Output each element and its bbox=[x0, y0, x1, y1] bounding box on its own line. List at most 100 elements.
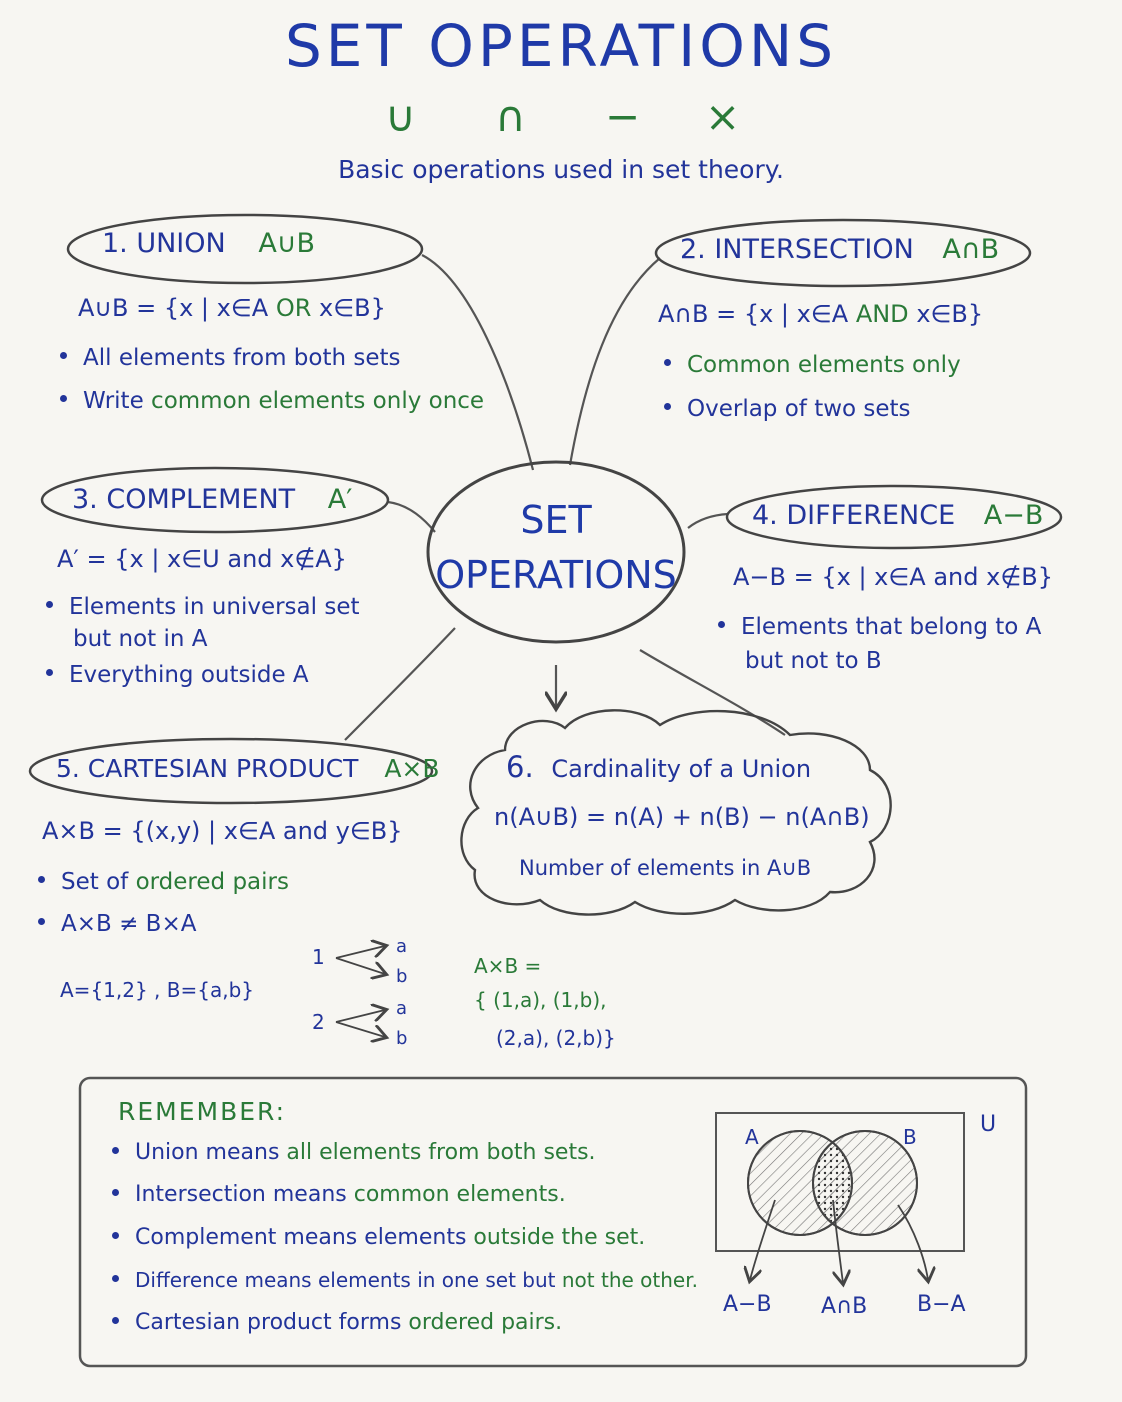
complement-bullet-1-cont: but not in A bbox=[73, 626, 208, 652]
remember-item-2-text: Intersection means bbox=[135, 1182, 347, 1207]
remember-item-2-highlight: common elements. bbox=[353, 1182, 566, 1207]
connector-union bbox=[421, 254, 535, 471]
cartesian-bullet-2-text: A×B ≠ B×A bbox=[61, 911, 197, 937]
connector-cardinality bbox=[639, 649, 786, 736]
venn-label-a: A bbox=[745, 1125, 759, 1149]
remember-item-5: Cartesian product forms ordered pairs. bbox=[112, 1310, 562, 1335]
union-formula: A∪B = {x | x∈A OR x∈B} bbox=[78, 294, 386, 322]
union-bullet-1: All elements from both sets bbox=[60, 345, 401, 371]
venn-label-a-minus-b: A−B bbox=[723, 1292, 772, 1317]
cardinality-cloud bbox=[460, 709, 892, 916]
complement-bullet-2: Everything outside A bbox=[46, 662, 309, 688]
difference-bullet-1-cont: but not to B bbox=[745, 648, 882, 674]
intersection-label: 2. INTERSECTION A∩B bbox=[680, 234, 999, 265]
cartesian-pill bbox=[28, 737, 434, 805]
venn-label-b: B bbox=[903, 1125, 917, 1149]
center-ellipse bbox=[426, 460, 686, 644]
difference-bullet-1-line-1: Elements that belong to A bbox=[741, 614, 1042, 640]
difference-symbol: − bbox=[605, 92, 641, 141]
complement-label: 3. COMPLEMENT A′ bbox=[72, 484, 352, 515]
complement-pill bbox=[40, 466, 390, 534]
complement-bullet-1-line-1: Elements in universal set bbox=[69, 594, 360, 620]
cartesian-result-head: A×B = bbox=[474, 954, 542, 978]
cardinality-label-text: Cardinality of a Union bbox=[551, 755, 812, 783]
complement-label-symbol: A′ bbox=[327, 484, 353, 515]
union-bullet-2: Write common elements only once bbox=[60, 388, 484, 414]
difference-pill bbox=[725, 484, 1063, 550]
union-bullet-2-text: Write bbox=[83, 388, 144, 414]
intersection-bullet-2-text: Overlap of two sets bbox=[687, 396, 911, 422]
cartesian-bullet-2: A×B ≠ B×A bbox=[38, 911, 196, 937]
cartesian-map-a1: a bbox=[396, 936, 408, 957]
remember-item-5-text: Cartesian product forms bbox=[135, 1310, 402, 1335]
cardinality-note: Number of elements in A∪B bbox=[519, 856, 812, 880]
remember-item-1-text: Union means bbox=[135, 1140, 280, 1165]
complement-formula: A′ = {x | x∈U and x∉A} bbox=[57, 545, 347, 573]
cartesian-map-b1: b bbox=[396, 966, 408, 987]
cartesian-label-text: 5. CARTESIAN PRODUCT bbox=[56, 754, 359, 783]
union-label-text: 1. UNION bbox=[102, 228, 226, 259]
complement-bullet-2-text: Everything outside A bbox=[69, 662, 309, 688]
intersection-formula-part-1: A∩B = {x | x∈A bbox=[658, 300, 849, 328]
cartesian-result-line-2: (2,a), (2,b)} bbox=[496, 1026, 616, 1050]
venn-label-universe: U bbox=[980, 1112, 997, 1137]
cartesian-label: 5. CARTESIAN PRODUCT A×B bbox=[56, 754, 440, 783]
cartesian-map-b2: b bbox=[396, 1028, 408, 1049]
venn-label-b-minus-a: B−A bbox=[917, 1292, 966, 1317]
cartesian-map-1: 1 bbox=[312, 945, 325, 969]
product-symbol: × bbox=[705, 92, 741, 141]
remember-item-4-highlight: not the other. bbox=[561, 1268, 698, 1292]
cartesian-label-symbol: A×B bbox=[384, 754, 440, 783]
intersection-bullet-2: Overlap of two sets bbox=[664, 396, 911, 422]
center-title: SET OPERATIONS bbox=[428, 493, 684, 603]
difference-label-text: 4. DIFFERENCE bbox=[752, 500, 956, 531]
cartesian-example-sets: A={1,2} , B={a,b} bbox=[60, 978, 255, 1002]
intersection-label-symbol: A∩B bbox=[942, 234, 1000, 265]
subtitle: Basic operations used in set theory. bbox=[338, 155, 784, 184]
intersection-bullet-1: Common elements only bbox=[664, 352, 961, 378]
remember-item-5-highlight: ordered pairs. bbox=[408, 1310, 563, 1335]
intersection-pill bbox=[654, 218, 1032, 288]
union-formula-part-2: x∈B} bbox=[319, 294, 386, 322]
union-formula-op: OR bbox=[275, 294, 312, 322]
remember-item-3-text: Complement means elements bbox=[135, 1225, 467, 1250]
remember-item-4-text: Difference means elements in one set but bbox=[135, 1268, 556, 1292]
remember-item-2: Intersection means common elements. bbox=[112, 1182, 566, 1207]
intersection-symbol: ∩ bbox=[495, 92, 526, 141]
complement-label-text: 3. COMPLEMENT bbox=[72, 484, 296, 515]
union-formula-part-1: A∪B = {x | x∈A bbox=[78, 294, 269, 322]
difference-bullet-1: Elements that belong to A bbox=[718, 614, 1041, 640]
remember-item-1-highlight: all elements from both sets. bbox=[286, 1140, 596, 1165]
center-line-2: OPERATIONS bbox=[435, 553, 677, 598]
union-pill bbox=[66, 213, 424, 285]
cartesian-map-2: 2 bbox=[312, 1010, 325, 1034]
cartesian-formula: A×B = {(x,y) | x∈A and y∈B} bbox=[42, 817, 403, 845]
cartesian-result-line-1: { (1,a), (1,b), bbox=[474, 988, 607, 1012]
union-bullet-2-highlight: common elements only once bbox=[151, 388, 485, 414]
cartesian-map-a2: a bbox=[396, 998, 408, 1019]
connector-cartesian bbox=[344, 627, 456, 741]
remember-item-4: Difference means elements in one set but… bbox=[112, 1268, 698, 1292]
complement-bullet-1: Elements in universal set bbox=[46, 594, 360, 620]
union-label-symbol: A∪B bbox=[258, 228, 316, 259]
venn-label-intersection: A∩B bbox=[821, 1294, 868, 1319]
cartesian-bullet-1-highlight: ordered pairs bbox=[135, 869, 289, 895]
intersection-formula-op: AND bbox=[855, 300, 909, 328]
remember-box bbox=[78, 1076, 1028, 1368]
cardinality-label: 6. Cardinality of a Union bbox=[506, 750, 811, 784]
remember-item-3: Complement means elements outside the se… bbox=[112, 1225, 645, 1250]
union-bullet-1-text: All elements from both sets bbox=[83, 345, 401, 371]
center-line-1: SET bbox=[520, 498, 592, 542]
intersection-bullet-1-text: Common elements only bbox=[687, 352, 961, 378]
intersection-label-text: 2. INTERSECTION bbox=[680, 234, 914, 265]
venn-diagram bbox=[715, 1112, 965, 1252]
cartesian-bullet-1-text: Set of bbox=[61, 869, 129, 895]
union-symbol: ∪ bbox=[385, 92, 416, 141]
intersection-formula-part-2: x∈B} bbox=[916, 300, 984, 328]
remember-heading: REMEMBER: bbox=[118, 1097, 287, 1126]
cardinality-formula: n(A∪B) = n(A) + n(B) − n(A∩B) bbox=[494, 803, 870, 831]
page-title: SET OPERATIONS bbox=[284, 12, 838, 80]
cartesian-bullet-1: Set of ordered pairs bbox=[38, 869, 289, 895]
remember-item-3-highlight: outside the set. bbox=[473, 1225, 646, 1250]
